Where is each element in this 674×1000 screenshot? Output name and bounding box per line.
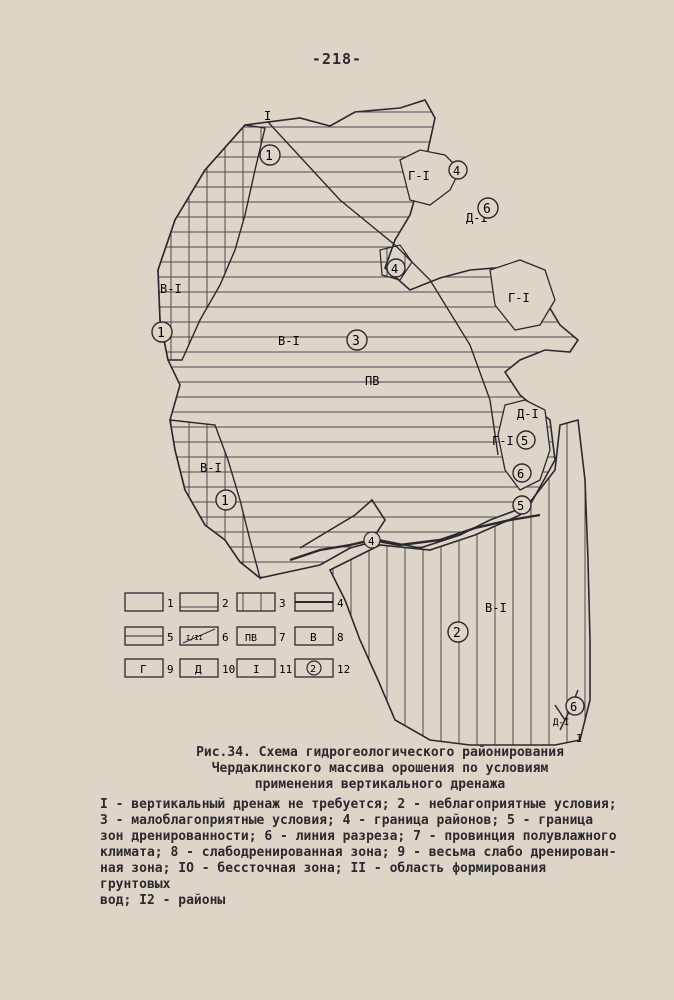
legend-item-10: Д 10 [179,658,235,678]
legend-line-3: зон дренированности; 6 - линия разреза; … [100,829,617,844]
svg-text:4: 4 [337,597,344,610]
svg-text:I: I [253,663,260,676]
svg-text:7: 7 [279,631,286,644]
circle-label-1-top: 1 [259,144,281,166]
svg-text:4: 4 [368,535,375,548]
circle-label-4-middle: 4 [386,258,406,278]
legend-item-3: 3 [236,592,286,612]
svg-text:6: 6 [517,467,524,481]
svg-text:Г: Г [140,663,147,676]
region-g1-right [489,259,556,331]
svg-text:1: 1 [157,326,165,341]
circle-label-1-lower: 1 [215,489,237,511]
svg-text:9: 9 [167,663,174,676]
svg-text:2: 2 [453,626,461,641]
circle-label-4-top: 4 [448,160,468,180]
svg-text:4: 4 [453,164,460,178]
figure-caption-title: Рис.34. Схема гидрогеологического райони… [150,745,610,793]
svg-text:4: 4 [391,262,398,276]
circle-label-6-bottom: 6 [565,696,585,716]
svg-text:5: 5 [521,434,528,448]
svg-text:1: 1 [167,597,174,610]
legend-item-6: I/II 6 [179,626,229,646]
label-v1-left-lower: В-I [200,461,222,475]
label-g1-right: Г-I [508,291,530,305]
legend-item-9: Г 9 [124,658,174,678]
section-line [267,121,499,456]
legend-line-5: ная зона; IO - бессточная зона; II - обл… [100,861,547,892]
svg-text:3: 3 [279,597,286,610]
circle-label-1-left: 1 [151,321,173,343]
legend-line-1: I - вертикальный дренаж не требуется; 2 … [100,797,617,812]
label-d1-right: Д-I [517,407,539,421]
svg-text:8: 8 [337,631,344,644]
label-pv: ПВ [365,374,379,388]
svg-text:6: 6 [222,631,229,644]
legend: 1 2 3 4 5 I/II 6 ПВ 7 [124,592,350,678]
river-branch [299,498,386,549]
label-d1-bottom: Д-I [553,718,569,728]
caption-line-3: применения вертикального дренажа [254,777,506,792]
svg-text:I/II: I/II [186,634,203,642]
svg-text:5: 5 [167,631,174,644]
river-line [289,513,541,562]
region-g1-top [399,149,461,206]
label-g1-lower: Г-I [492,434,514,448]
legend-item-1: 1 [124,592,174,612]
circle-label-3: 3 [346,329,368,351]
legend-item-7: ПВ 7 [236,626,286,646]
circle-label-4-river: 4 [363,531,381,549]
circle-label-6-top: 6 [477,197,499,219]
svg-text:В: В [310,631,317,644]
region-lower-vertical [328,418,591,746]
label-v1-bottom: В-I [485,601,507,615]
marker-i-bottom: I [576,732,583,745]
figure-legend-text: I - вертикальный дренаж не требуется; 2 … [100,797,620,909]
svg-text:11: 11 [279,663,292,676]
caption-line-2: Чердаклинского массива орошения по услов… [211,761,549,776]
marker-i-top: I [264,109,271,123]
svg-text:1: 1 [221,494,229,509]
svg-text:12: 12 [337,663,350,676]
svg-text:10: 10 [222,663,235,676]
label-v1-center: В-I [278,334,300,348]
svg-text:Д: Д [195,663,202,676]
svg-text:2: 2 [222,597,229,610]
page-number: -218- [311,50,363,68]
legend-line-4: климата; 8 - слабодренированная зона; 9 … [100,845,617,860]
circle-label-2: 2 [447,621,469,643]
legend-line-2: 3 - малоблагоприятные условия; 4 - грани… [100,813,594,828]
label-g1-top: Г-I [408,169,430,183]
svg-text:ПВ: ПВ [245,633,257,644]
legend-item-11: I 11 [236,658,292,678]
legend-line-6: вод; I2 - районы [100,893,226,908]
svg-text:2: 2 [310,664,316,675]
label-v1-left-upper: В-I [160,282,182,296]
circle-label-5-upper: 5 [516,430,536,450]
svg-text:6: 6 [483,202,491,217]
legend-item-5: 5 [124,626,174,646]
caption-line-1: Рис.34. Схема гидрогеологического райони… [196,745,564,760]
legend-item-12: 2 12 [294,658,350,678]
circle-label-5-lower: 5 [512,495,532,515]
svg-text:1: 1 [265,149,273,164]
region-left-vertical-lower [169,419,262,580]
region-left-vertical-upper [157,124,266,361]
svg-text:6: 6 [570,700,577,714]
svg-text:5: 5 [517,499,524,513]
legend-item-2: 2 [179,592,229,612]
legend-item-8: В 8 [294,626,344,646]
legend-item-4: 4 [294,592,344,612]
circle-label-6-middle: 6 [512,463,532,483]
svg-text:3: 3 [352,334,360,349]
